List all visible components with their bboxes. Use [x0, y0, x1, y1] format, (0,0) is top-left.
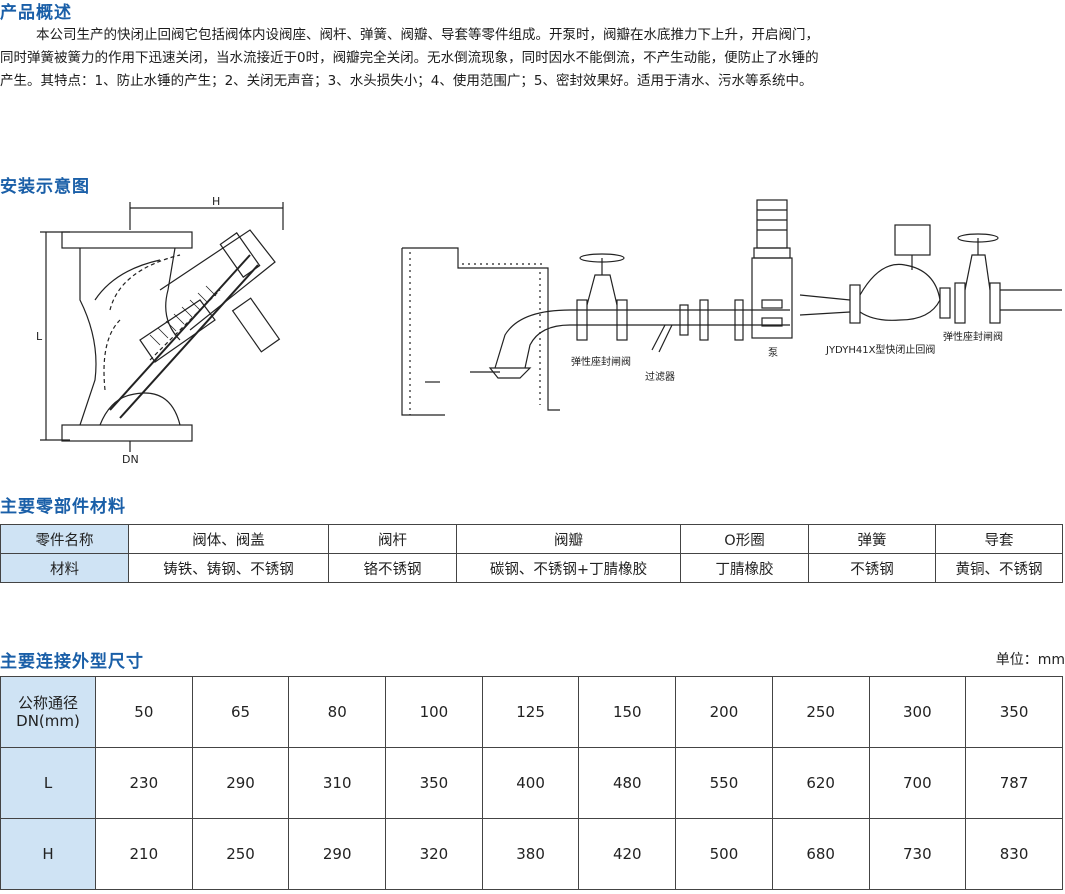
overview-line-3: 产生。其特点：1、防止水锤的产生；2、关闭无声音；3、水头损失小；4、使用范围广…	[0, 73, 813, 89]
materials-row: 材料 铸铁、铸钢、不锈钢 铬不锈钢 碳钢、不锈钢+丁腈橡胶 丁腈橡胶 不锈钢 黄…	[0, 553, 1063, 583]
install-title: 安装示意图	[0, 177, 90, 197]
dimensions-cell: 300	[868, 676, 967, 748]
dimensions-cell: 290	[191, 747, 290, 819]
dimensions-row-dn: 公称通径 DN(mm) 50 65 80 100 125 150 200 250…	[0, 676, 1063, 748]
dimensions-cell: 550	[675, 747, 773, 819]
dimensions-row-label: 公称通径 DN(mm)	[0, 676, 96, 748]
label-pump: 泵	[768, 347, 778, 359]
materials-header-cell: 弹簧	[808, 524, 936, 554]
materials-title: 主要零部件材料	[0, 497, 126, 517]
dimensions-title: 主要连接外型尺寸	[0, 652, 144, 672]
dimensions-cell: 65	[191, 676, 290, 748]
installation-schematic: 弹性座封闸阀 过滤器 泵 JYDYH41X型快闭止回阀 弹性座封闸阀	[401, 199, 1062, 416]
unit-label: 单位：mm	[995, 652, 1065, 668]
dimensions-cell: 500	[675, 818, 773, 890]
dimensions-cell: 480	[578, 747, 677, 819]
valve-cross-section-drawing: H L DN	[36, 195, 284, 465]
label-filter: 过滤器	[645, 370, 675, 383]
dimensions-cell: 700	[868, 747, 967, 819]
dimensions-row-label: H	[0, 818, 96, 890]
materials-header-cell: 阀瓣	[456, 524, 681, 554]
materials-cell: 铸铁、铸钢、不锈钢	[128, 553, 329, 583]
label-check-valve: JYDYH41X型快闭止回阀	[825, 343, 935, 356]
label-gate-valve-left: 弹性座封闸阀	[571, 355, 631, 368]
materials-header-cell: O形圈	[680, 524, 809, 554]
overview-line-1: 本公司生产的快闭止回阀它包括阀体内设阀座、阀杆、弹簧、阀瓣、导套等零件组成。开泵…	[36, 27, 819, 43]
materials-cell: 黄铜、不锈钢	[935, 553, 1063, 583]
dimensions-cell: 290	[288, 818, 387, 890]
dimensions-cell: 250	[191, 818, 290, 890]
dimensions-cell: 250	[771, 676, 870, 748]
materials-cell: 不锈钢	[808, 553, 936, 583]
overview-line-2: 同时弹簧被簧力的作用下迅速关闭，当水流接近于0时，阀瓣完全关闭。无水倒流现象，同…	[0, 50, 819, 66]
overview-title: 产品概述	[0, 3, 72, 23]
dimensions-cell: 350	[385, 747, 483, 819]
dim-l-label: L	[36, 330, 43, 343]
dim-h-label: H	[212, 195, 220, 208]
dimensions-cell: 100	[385, 676, 483, 748]
dimensions-cell: 150	[578, 676, 677, 748]
dimensions-row-label: L	[0, 747, 96, 819]
materials-header-cell: 阀体、阀盖	[128, 524, 329, 554]
dimensions-cell: 310	[288, 747, 387, 819]
materials-cell: 丁腈橡胶	[680, 553, 809, 583]
materials-header-row: 零件名称 阀体、阀盖 阀杆 阀瓣 O形圈 弹簧 导套	[0, 524, 1063, 554]
dimensions-cell: 350	[965, 676, 1063, 748]
dimensions-cell: 50	[95, 676, 193, 748]
dimensions-cell: 420	[578, 818, 677, 890]
dimensions-cell: 320	[385, 818, 483, 890]
label-gate-valve-right: 弹性座封闸阀	[943, 330, 1003, 343]
dimensions-cell: 787	[965, 747, 1063, 819]
dimensions-cell: 200	[675, 676, 773, 748]
materials-header-cell: 零件名称	[0, 524, 129, 554]
dimensions-cell: 230	[95, 747, 193, 819]
dimensions-table: 公称通径 DN(mm) 50 65 80 100 125 150 200 250…	[0, 676, 1063, 890]
dimensions-cell: 125	[481, 676, 580, 748]
dimensions-cell: 680	[771, 818, 870, 890]
dimensions-row-h: H 210 250 290 320 380 420 500 680 730 83…	[0, 818, 1063, 890]
dimensions-cell: 210	[95, 818, 193, 890]
materials-cell: 铬不锈钢	[328, 553, 457, 583]
dimensions-cell: 380	[481, 818, 580, 890]
dimensions-cell: 80	[288, 676, 387, 748]
dimensions-cell: 620	[771, 747, 870, 819]
overview-paragraph: 本公司生产的快闭止回阀它包括阀体内设阀座、阀杆、弹簧、阀瓣、导套等零件组成。开泵…	[0, 24, 1065, 93]
dimensions-cell: 730	[868, 818, 967, 890]
materials-cell: 材料	[0, 553, 129, 583]
dim-dn-label: DN	[122, 453, 139, 465]
dimensions-cell: 400	[481, 747, 580, 819]
materials-header-cell: 导套	[935, 524, 1063, 554]
materials-header-cell: 阀杆	[328, 524, 457, 554]
dimensions-row-l: L 230 290 310 350 400 480 550 620 700 78…	[0, 747, 1063, 819]
materials-table: 零件名称 阀体、阀盖 阀杆 阀瓣 O形圈 弹簧 导套 材料 铸铁、铸钢、不锈钢 …	[0, 524, 1063, 583]
dimensions-cell: 830	[965, 818, 1063, 890]
materials-cell: 碳钢、不锈钢+丁腈橡胶	[456, 553, 681, 583]
